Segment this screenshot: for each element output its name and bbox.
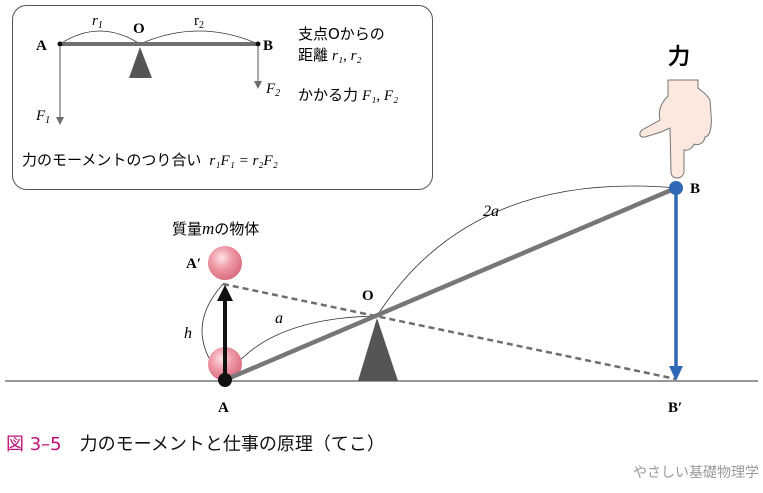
pointing-hand-icon: [639, 79, 712, 179]
lever-tilted-position: [222, 282, 677, 381]
label-b: B: [690, 181, 700, 197]
label-a: A: [218, 400, 229, 416]
force-label: 力: [668, 45, 690, 70]
arc-r1: [59, 30, 141, 45]
label-a-prime: A′: [186, 256, 201, 272]
inset-label-o: O: [133, 21, 145, 37]
label-a-length: a: [275, 310, 283, 327]
point-b: [669, 181, 683, 195]
f2-arrowhead: [254, 81, 262, 89]
lever-bar: [224, 185, 677, 383]
arc-2a: [376, 185, 677, 317]
label-f2: F2: [265, 81, 280, 99]
label-r1: r1: [92, 13, 103, 31]
figure-number: 図 3–5: [6, 434, 62, 455]
blue-arrowhead: [669, 366, 683, 381]
inset-label-b: B: [263, 38, 273, 54]
book-credit: やさしい基礎物理学: [633, 465, 759, 481]
height-arrowhead: [217, 285, 233, 301]
inset-point-b: [255, 41, 261, 47]
object-label: 質量mの物体: [172, 219, 259, 238]
label-o: O: [362, 288, 374, 304]
inset-point-a: [57, 41, 63, 47]
label-b-prime: B′: [668, 400, 682, 416]
figure-caption: 図 3–5 力のモーメントと仕事の原理（てこ）: [6, 430, 385, 456]
label-f1: F1: [35, 108, 50, 126]
ball-raised: [208, 246, 242, 280]
f1-arrowhead: [56, 117, 64, 125]
point-a: [218, 373, 232, 387]
arc-r2: [139, 30, 259, 45]
inset-label-a: A: [36, 38, 47, 54]
fulcrum: [358, 318, 398, 381]
label-h: h: [184, 325, 192, 342]
inset-border: [12, 5, 433, 190]
label-2a-length: 2a: [483, 203, 499, 220]
figure-title: 力のモーメントと仕事の原理（てこ）: [79, 434, 385, 455]
label-r2: r2: [194, 13, 204, 31]
main-lever: 力 質量mの物体 A′ A B B′ O h a 2a: [5, 45, 758, 416]
inset-fulcrum: [129, 47, 152, 78]
distance-text-1: 支点Oからの: [298, 25, 385, 43]
